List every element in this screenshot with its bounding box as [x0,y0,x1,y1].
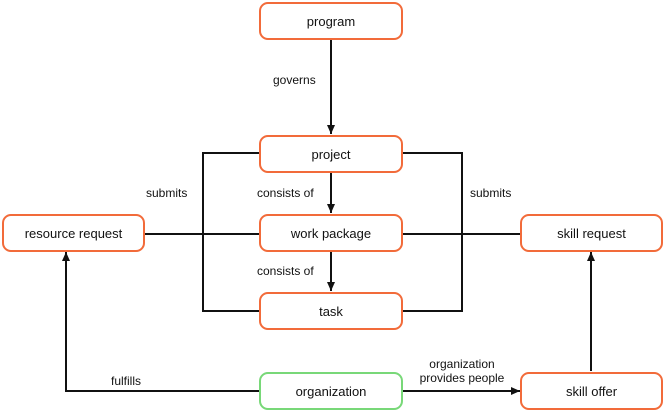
label-governs: governs [273,73,316,87]
node-organization: organization [259,372,403,410]
edge-submits-left [202,152,259,312]
node-program: program [259,2,403,40]
label-consists-of-2: consists of [257,264,314,278]
label-submits-left: submits [146,186,188,200]
label-submits-right: submits [470,186,512,200]
edge-fulfills [62,252,259,392]
node-project: project [259,135,403,173]
label-provides-line2: provides people [419,371,505,385]
label-provides-people: organization provides people [408,357,516,385]
node-skill-offer: skill offer [520,372,663,410]
label-consists-of-1: consists of [257,186,314,200]
node-task: task [259,292,403,330]
label-provides-line1: organization [429,357,495,371]
edge-submits-right [403,152,463,312]
node-skill-request: skill request [520,214,663,252]
label-fulfills: fulfills [111,374,142,388]
node-resource-request: resource request [2,214,145,252]
node-work-package: work package [259,214,403,252]
